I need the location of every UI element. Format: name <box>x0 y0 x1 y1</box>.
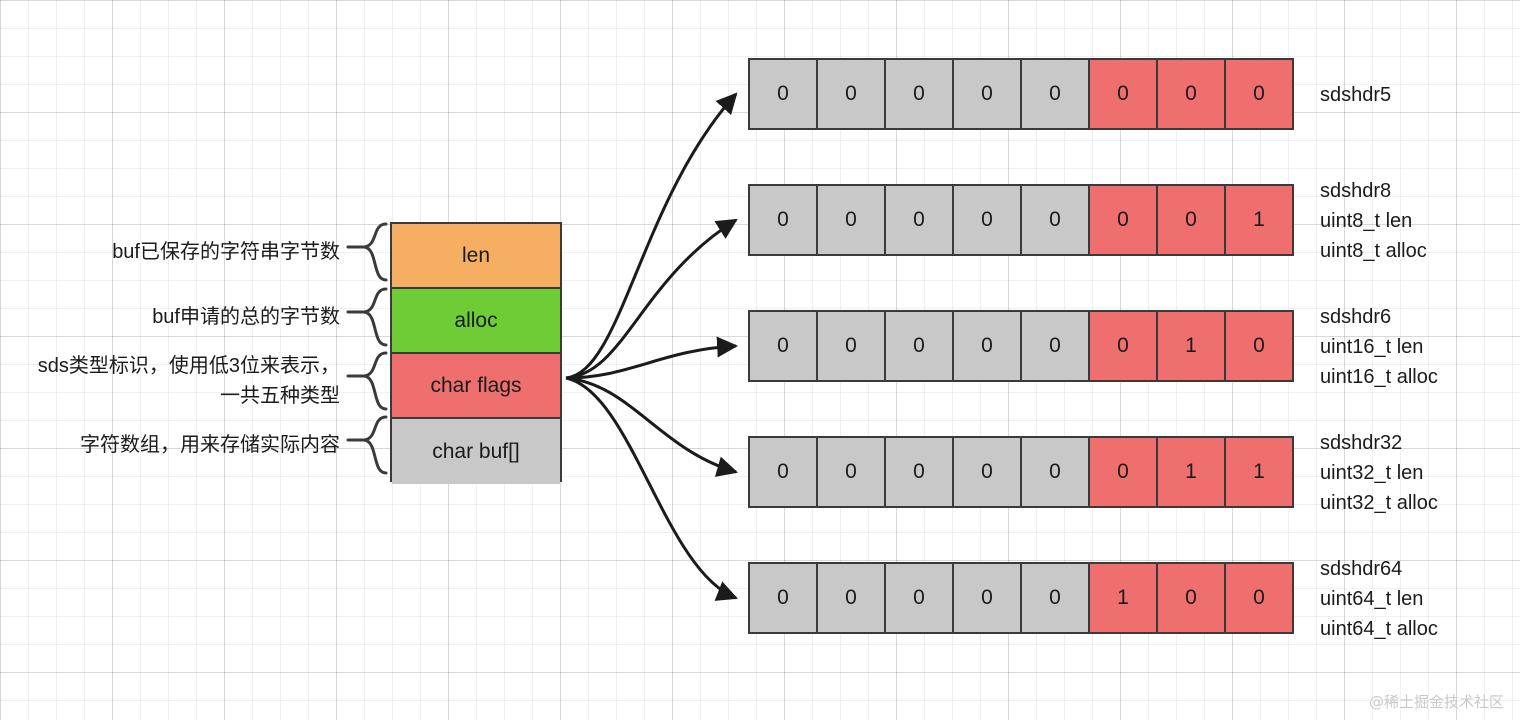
byte-cell: 1 <box>1156 310 1226 382</box>
byte-cell: 0 <box>748 58 818 130</box>
byte-cell: 0 <box>952 58 1022 130</box>
row-label-sdshdr5: sdshdr5 <box>1320 84 1392 106</box>
byte-cell: 0 <box>952 310 1022 382</box>
row-label-sdshdr64: sdshdr64 uint64_t len uint64_t alloc <box>1320 558 1438 640</box>
byte-cell: 0 <box>1020 436 1090 508</box>
byte-cell: 0 <box>1020 58 1090 130</box>
byte-cell: 0 <box>952 184 1022 256</box>
byte-cell: 0 <box>1224 58 1294 130</box>
byte-cell: 0 <box>1020 184 1090 256</box>
byte-cell: 0 <box>1088 184 1158 256</box>
byte-cell: 0 <box>748 562 818 634</box>
watermark: @稀土掘金技术社区 <box>1368 693 1504 711</box>
annotation-alloc: buf申请的总的字节数 <box>152 306 340 328</box>
annotation-flags: sds类型标识，使用低3位来表示，一共五种类型 <box>37 355 340 407</box>
field-braces <box>346 222 388 475</box>
byte-cell: 0 <box>816 184 886 256</box>
byte-cell: 0 <box>1156 184 1226 256</box>
byte-cell: 0 <box>1020 310 1090 382</box>
struct-field-flags: char flags <box>392 354 560 419</box>
byte-cell: 0 <box>1224 562 1294 634</box>
byte-cell: 0 <box>884 436 954 508</box>
byte-cell: 0 <box>884 310 954 382</box>
struct-field-buf: char buf[] <box>392 419 560 484</box>
struct-field-alloc: alloc <box>392 289 560 354</box>
byte-cell: 1 <box>1224 184 1294 256</box>
struct-field-len: len <box>392 224 560 289</box>
byte-cell: 0 <box>816 436 886 508</box>
byte-cell: 0 <box>884 562 954 634</box>
byte-cell: 0 <box>816 562 886 634</box>
row-label-sdshdr32: sdshdr32 uint32_t len uint32_t alloc <box>1320 432 1438 514</box>
annotation-buf: 字符数组，用来存储实际内容 <box>80 434 340 456</box>
byte-cell: 0 <box>1088 58 1158 130</box>
byte-cell: 0 <box>816 58 886 130</box>
byte-cell: 0 <box>884 184 954 256</box>
byte-cell: 0 <box>748 436 818 508</box>
byte-cell: 0 <box>1156 58 1226 130</box>
byte-cell: 0 <box>748 184 818 256</box>
annotation-len: buf已保存的字符串字节数 <box>112 241 340 263</box>
byte-cell: 1 <box>1088 562 1158 634</box>
byte-cell: 0 <box>1088 436 1158 508</box>
byte-cell: 1 <box>1156 436 1226 508</box>
byte-cell: 0 <box>1020 562 1090 634</box>
byte-cell: 0 <box>748 310 818 382</box>
byte-cell: 0 <box>952 436 1022 508</box>
byte-cell: 0 <box>952 562 1022 634</box>
byte-cell: 0 <box>884 58 954 130</box>
row-label-sdshdr16: sdshdr6 uint16_t len uint16_t alloc <box>1320 306 1438 388</box>
byte-cell: 1 <box>1224 436 1294 508</box>
byte-cell: 0 <box>816 310 886 382</box>
row-label-sdshdr8: sdshdr8 uint8_t len uint8_t alloc <box>1320 180 1427 262</box>
sds-struct-box: len alloc char flags char buf[] <box>390 222 562 484</box>
byte-cell: 0 <box>1156 562 1226 634</box>
byte-cell: 0 <box>1224 310 1294 382</box>
byte-cell: 0 <box>1088 310 1158 382</box>
flags-fanout-arrows <box>565 92 739 601</box>
